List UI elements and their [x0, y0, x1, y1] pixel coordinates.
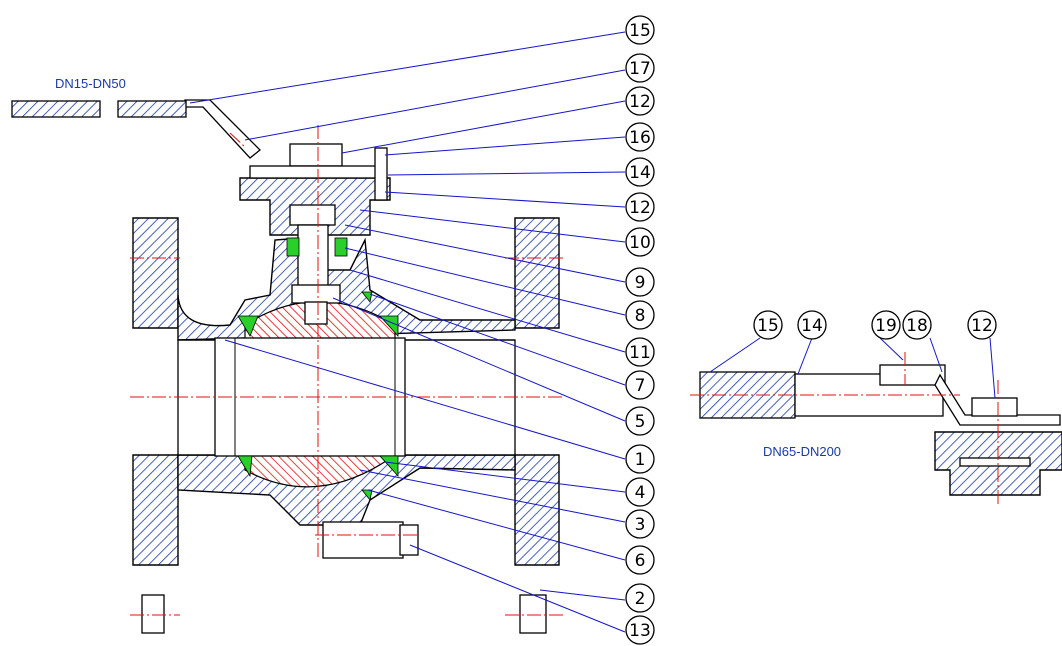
balloon-17: 17 — [625, 53, 655, 83]
valve-body — [11, 99, 560, 634]
svg-text:5: 5 — [635, 412, 646, 432]
balloon-16: 16 — [625, 122, 655, 152]
balloon-19-detail: 19 — [871, 310, 901, 340]
small-size-range-label: DN15-DN50 — [55, 76, 126, 91]
main-leader-lines — [189, 31, 626, 633]
balloon-3: 3 — [625, 509, 655, 539]
balloon-12-b: 12 — [625, 192, 655, 222]
handle-leader-lines — [709, 337, 996, 399]
svg-text:4: 4 — [635, 483, 646, 503]
balloon-12-a: 12 — [625, 86, 655, 116]
svg-text:3: 3 — [635, 515, 646, 535]
balloon-5: 5 — [625, 406, 655, 436]
main-part-balloons: 15 17 12 16 14 12 10 9 8 11 7 5 1 4 3 6 … — [625, 15, 655, 645]
svg-text:16: 16 — [629, 128, 651, 148]
balloon-18-detail: 18 — [902, 310, 932, 340]
balloon-15-detail: 15 — [753, 310, 783, 340]
svg-text:1: 1 — [635, 450, 646, 470]
svg-text:14: 14 — [629, 163, 651, 183]
large-handle-detail — [690, 352, 1062, 505]
svg-text:18: 18 — [906, 316, 928, 336]
svg-text:14: 14 — [801, 316, 823, 336]
svg-text:11: 11 — [629, 343, 651, 363]
svg-text:15: 15 — [757, 316, 779, 336]
balloon-15-top: 15 — [625, 15, 655, 45]
balloon-2: 2 — [625, 583, 655, 613]
balloon-6: 6 — [625, 545, 655, 575]
svg-text:2: 2 — [635, 589, 646, 609]
balloon-7: 7 — [625, 370, 655, 400]
svg-text:8: 8 — [635, 306, 646, 326]
balloon-13: 13 — [625, 615, 655, 645]
svg-text:19: 19 — [875, 316, 897, 336]
balloon-14-detail: 14 — [797, 310, 827, 340]
handle-part-balloons: 15 14 19 18 12 — [753, 310, 997, 340]
svg-text:13: 13 — [629, 621, 651, 641]
balloon-1: 1 — [625, 444, 655, 474]
balloon-8: 8 — [625, 300, 655, 330]
svg-text:12: 12 — [629, 92, 651, 112]
svg-text:12: 12 — [971, 316, 993, 336]
balloon-11: 11 — [625, 337, 655, 367]
centerlines — [130, 125, 565, 616]
balloon-9: 9 — [625, 267, 655, 297]
svg-text:12: 12 — [629, 198, 651, 218]
balloon-4: 4 — [625, 477, 655, 507]
svg-text:15: 15 — [629, 21, 651, 41]
balloon-14: 14 — [625, 157, 655, 187]
large-size-range-label: DN65-DN200 — [763, 444, 842, 459]
balloon-10: 10 — [625, 227, 655, 257]
balloon-12-detail: 12 — [967, 310, 997, 340]
svg-text:9: 9 — [635, 273, 646, 293]
svg-text:6: 6 — [635, 551, 646, 571]
svg-text:7: 7 — [635, 376, 646, 396]
svg-text:10: 10 — [629, 233, 651, 253]
svg-text:17: 17 — [629, 59, 651, 79]
